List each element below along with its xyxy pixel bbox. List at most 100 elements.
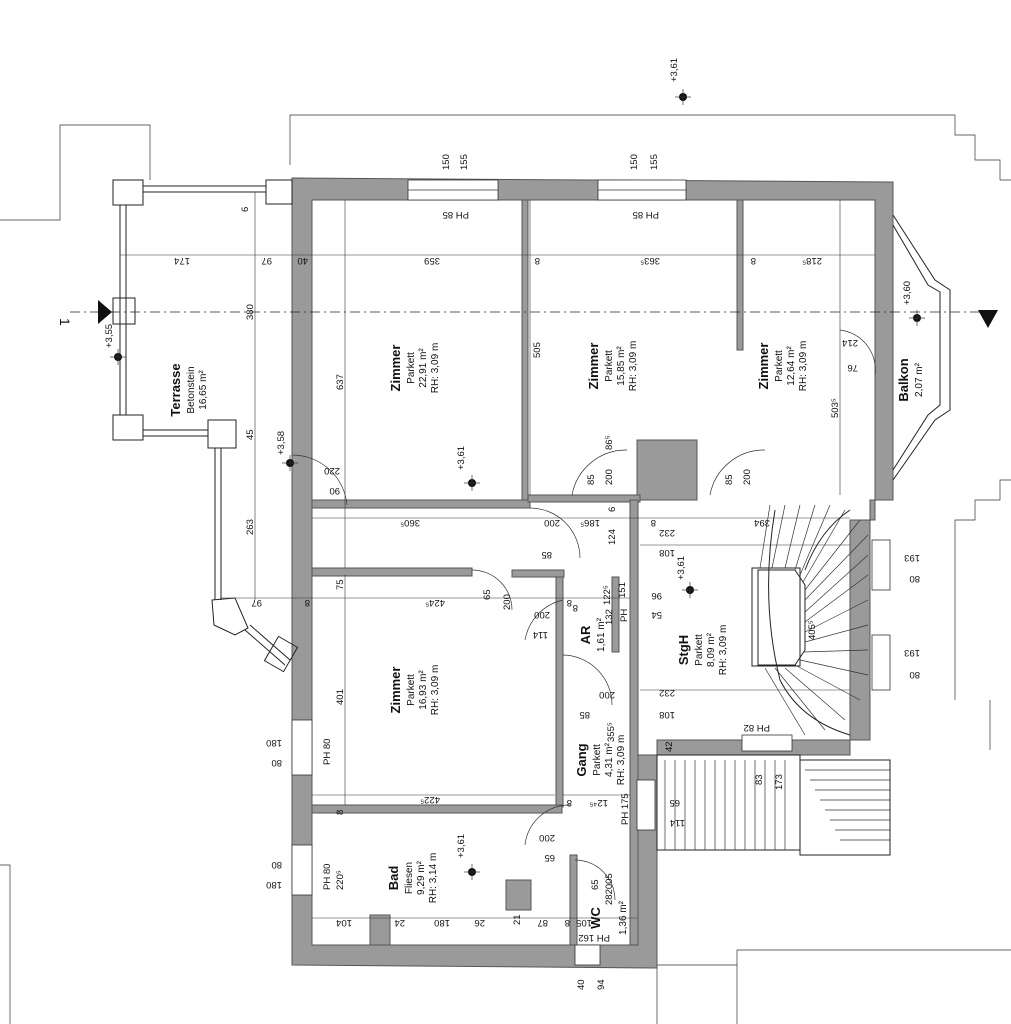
svg-text:155: 155 bbox=[459, 154, 470, 170]
svg-text:200: 200 bbox=[534, 609, 550, 620]
svg-text:150: 150 bbox=[441, 154, 452, 170]
svg-text:86⁵: 86⁵ bbox=[604, 435, 615, 450]
svg-text:15,85 m²: 15,85 m² bbox=[616, 346, 627, 386]
room-zimmer-2: Zimmer Parkett 15,85 m² RH: 3,09 m bbox=[586, 341, 639, 392]
svg-text:85: 85 bbox=[541, 549, 552, 560]
level-label: +3,61 bbox=[676, 556, 687, 580]
svg-text:359: 359 bbox=[424, 255, 440, 266]
level-marker-icon bbox=[110, 349, 126, 365]
svg-text:2,07 m²: 2,07 m² bbox=[914, 362, 925, 397]
svg-text:Parkett: Parkett bbox=[592, 744, 603, 776]
svg-text:363⁵: 363⁵ bbox=[640, 255, 660, 266]
svg-text:155: 155 bbox=[649, 154, 660, 170]
svg-text:200: 200 bbox=[742, 469, 753, 485]
walls bbox=[291, 177, 894, 969]
svg-text:54: 54 bbox=[651, 609, 662, 620]
svg-text:8: 8 bbox=[567, 597, 572, 608]
svg-text:12,64 m²: 12,64 m² bbox=[786, 346, 797, 386]
room-ar: AR 1,61 m² bbox=[578, 617, 607, 652]
svg-text:83: 83 bbox=[754, 774, 765, 785]
staircase bbox=[751, 504, 869, 736]
svg-text:90: 90 bbox=[329, 485, 340, 496]
svg-text:424⁵: 424⁵ bbox=[425, 597, 445, 608]
svg-text:40: 40 bbox=[297, 255, 308, 266]
svg-text:108: 108 bbox=[659, 709, 675, 720]
svg-text:8: 8 bbox=[335, 810, 346, 815]
svg-text:80: 80 bbox=[909, 669, 920, 680]
level-label: +3,55 bbox=[104, 324, 115, 348]
svg-text:200: 200 bbox=[604, 469, 615, 485]
svg-text:108: 108 bbox=[659, 547, 675, 558]
room-wc: WC 1,36 m² bbox=[588, 900, 629, 935]
svg-text:PH: PH bbox=[619, 609, 630, 622]
svg-text:Parkett: Parkett bbox=[406, 352, 417, 384]
svg-text:200: 200 bbox=[539, 832, 555, 843]
svg-text:PH 85: PH 85 bbox=[633, 209, 659, 220]
svg-text:Parkett: Parkett bbox=[604, 350, 615, 382]
svg-text:637: 637 bbox=[335, 374, 346, 390]
svg-text:8: 8 bbox=[535, 255, 540, 266]
svg-text:76: 76 bbox=[847, 362, 858, 373]
svg-text:394: 394 bbox=[754, 517, 770, 528]
svg-text:PH 80: PH 80 bbox=[322, 864, 333, 890]
svg-text:8: 8 bbox=[565, 917, 570, 928]
svg-text:1,61 m²: 1,61 m² bbox=[596, 617, 607, 652]
svg-text:105: 105 bbox=[576, 917, 592, 928]
terrace-structure bbox=[112, 179, 299, 673]
svg-text:RH: 3,09 m: RH: 3,09 m bbox=[628, 341, 639, 392]
svg-text:218⁵: 218⁵ bbox=[802, 255, 822, 266]
svg-text:124: 124 bbox=[607, 529, 618, 545]
svg-text:8: 8 bbox=[305, 597, 310, 608]
svg-text:Fliesen: Fliesen bbox=[404, 862, 415, 894]
svg-text:Zimmer: Zimmer bbox=[388, 667, 403, 714]
svg-text:6: 6 bbox=[607, 507, 618, 512]
doors bbox=[291, 329, 876, 901]
svg-text:Gang: Gang bbox=[574, 743, 589, 776]
svg-text:85: 85 bbox=[579, 709, 590, 720]
svg-text:Betonstein: Betonstein bbox=[186, 366, 197, 413]
svg-text:1,36 m²: 1,36 m² bbox=[618, 900, 629, 935]
level-label: +3,61 bbox=[456, 834, 467, 858]
svg-text:360⁵: 360⁵ bbox=[400, 517, 420, 528]
room-bad: Bad Fliesen 9,29 m² RH: 3,14 m bbox=[386, 853, 439, 904]
level-label: +3,58 bbox=[276, 431, 287, 455]
level-labels: +3,61 +3,55 +3,58 +3,61 +3,60 +3,61 +3,6… bbox=[104, 58, 913, 858]
svg-text:200: 200 bbox=[502, 594, 513, 610]
svg-text:87: 87 bbox=[537, 917, 548, 928]
room-zimmer-4: Zimmer Parkett 16,93 m² RH: 3,09 m bbox=[388, 665, 441, 716]
section-label-left: 1 bbox=[57, 318, 73, 326]
level-marker-icon bbox=[282, 455, 298, 471]
svg-text:503⁵: 503⁵ bbox=[830, 398, 841, 418]
svg-text:150: 150 bbox=[629, 154, 640, 170]
roof-hatching bbox=[656, 754, 891, 856]
svg-text:80: 80 bbox=[271, 859, 282, 870]
room-labels: Terrasse Betonstein 16,65 m² Zimmer Park… bbox=[168, 341, 925, 935]
svg-text:232: 232 bbox=[659, 527, 675, 538]
svg-text:85: 85 bbox=[586, 474, 597, 485]
svg-text:RH: 3,09 m: RH: 3,09 m bbox=[430, 665, 441, 716]
svg-text:65: 65 bbox=[544, 852, 555, 863]
svg-text:Zimmer: Zimmer bbox=[388, 345, 403, 392]
svg-text:AR: AR bbox=[578, 625, 593, 644]
room-terrasse: Terrasse Betonstein 16,65 m² bbox=[168, 363, 209, 416]
room-balkon: Balkon 2,07 m² bbox=[896, 358, 925, 401]
level-label: +3,61 bbox=[669, 58, 680, 82]
svg-text:173: 173 bbox=[774, 774, 785, 790]
svg-text:104: 104 bbox=[336, 917, 352, 928]
svg-text:220⁵: 220⁵ bbox=[335, 870, 346, 890]
svg-text:45: 45 bbox=[245, 429, 256, 440]
level-marker-icon bbox=[682, 582, 698, 598]
svg-text:RH: 3,09 m: RH: 3,09 m bbox=[798, 341, 809, 392]
room-zimmer-1: Zimmer Parkett 22,91 m² RH: 3,09 m bbox=[388, 343, 441, 394]
svg-text:97: 97 bbox=[261, 255, 272, 266]
svg-text:12⁴⁵: 12⁴⁵ bbox=[589, 797, 608, 808]
svg-text:9,29 m²: 9,29 m² bbox=[416, 860, 427, 895]
svg-text:282005: 282005 bbox=[604, 873, 615, 905]
room-stgh: StgH Parkett 8,09 m² RH: 3,09 m bbox=[676, 625, 729, 676]
svg-text:8: 8 bbox=[573, 602, 578, 613]
svg-text:PH 85: PH 85 bbox=[443, 209, 469, 220]
level-label: +3,60 bbox=[902, 281, 913, 305]
svg-text:355⁵: 355⁵ bbox=[606, 722, 617, 742]
section-line: 1 bbox=[57, 300, 998, 328]
